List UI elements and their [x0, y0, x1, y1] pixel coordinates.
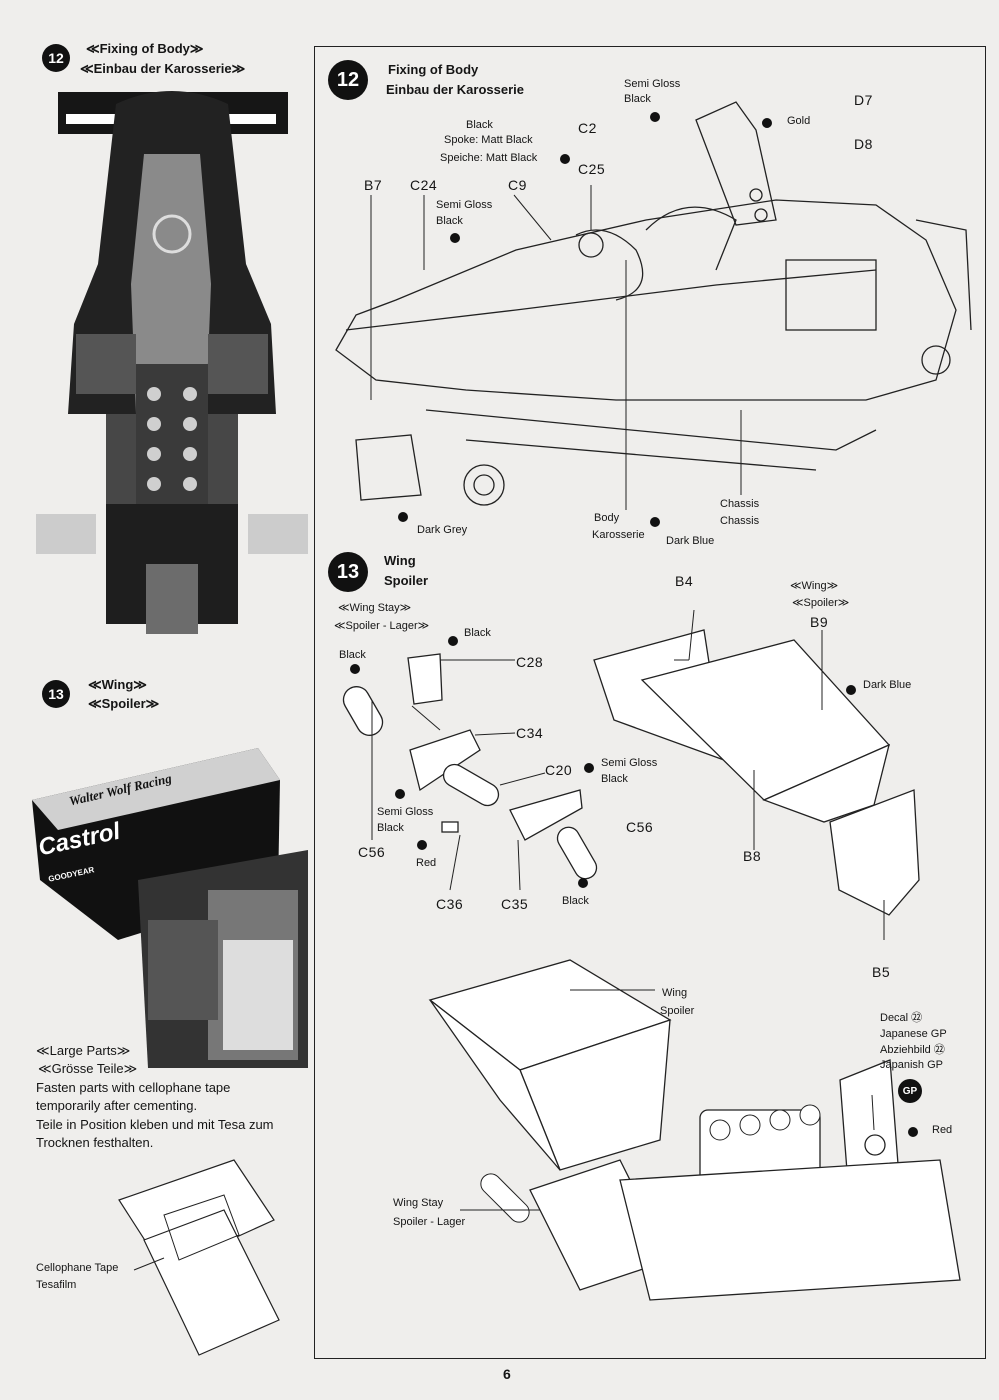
color-black-c28: Black	[464, 627, 491, 639]
paint-dot-icon	[448, 636, 458, 646]
color-black-left: Black	[339, 649, 366, 661]
tape-illustration	[118, 1159, 280, 1356]
part-c2: C2	[578, 120, 597, 136]
color-semi-gloss-left-b: Black	[377, 822, 404, 834]
part-c28: C28	[516, 654, 544, 670]
decal-label-en: Decal ㉒	[880, 1012, 923, 1024]
color-red-decal: Red	[932, 1124, 953, 1136]
step-13-badge-left: 13	[42, 680, 70, 708]
color-semi-gloss-2a: Semi Gloss	[436, 199, 493, 211]
large-parts-text-de: Teile in Position kleben und mit Tesa zu…	[36, 1117, 274, 1150]
color-semi-gloss-c20a: Semi Gloss	[601, 757, 658, 769]
page-number: 6	[503, 1366, 511, 1382]
color-spoke-en: Spoke: Matt Black	[444, 134, 533, 146]
step-13-title-de-left: ≪Spoiler≫	[88, 696, 160, 711]
decal-gp-en: Japanese GP	[880, 1028, 947, 1040]
part-b4: B4	[675, 573, 694, 589]
color-semi-gloss-1a: Semi Gloss	[624, 78, 681, 90]
paint-dot-icon	[584, 763, 594, 773]
body-assembly-drawing	[335, 101, 972, 510]
large-parts-title-en: ≪Large Parts≫	[36, 1043, 131, 1058]
color-dark-grey: Dark Grey	[417, 524, 468, 536]
assembled-wing-en: Wing	[662, 987, 688, 999]
decal-label-de: Abziehbild ㉒	[880, 1044, 945, 1056]
large-parts-text-en: Fasten parts with cellophane tape tempor…	[36, 1080, 231, 1113]
tape-label-de: Tesafilm	[36, 1279, 77, 1291]
part-b7: B7	[364, 177, 383, 193]
color-gold: Gold	[787, 115, 811, 127]
paint-dot-icon	[398, 512, 408, 522]
tape-label-en: Cellophane Tape	[36, 1262, 119, 1274]
part-c56-left: C56	[358, 844, 386, 860]
paint-dot-icon	[846, 685, 856, 695]
wing-stay-title-en: ≪Wing Stay≫	[338, 602, 412, 614]
step-12-right-title-en: Fixing of Body	[388, 62, 479, 77]
assembled-wing-drawing	[428, 959, 961, 1301]
car-top-photo	[36, 84, 308, 640]
wing-parts-drawing	[593, 609, 920, 940]
label-chassis-en: Chassis	[720, 498, 760, 510]
color-semi-gloss-left-a: Semi Gloss	[377, 806, 434, 818]
step-12-right-title-de: Einbau der Karosserie	[386, 82, 524, 97]
paint-dot-icon	[450, 233, 460, 243]
wing-photo: Walter Wolf Racing Castrol GOODYEAR	[28, 740, 308, 1068]
part-b5: B5	[872, 964, 891, 980]
paint-dot-icon	[417, 840, 427, 850]
part-c24: C24	[410, 177, 438, 193]
label-chassis-de: Chassis	[720, 515, 760, 527]
color-semi-gloss-c20b: Black	[601, 773, 628, 785]
step-13-title-en-left: ≪Wing≫	[88, 677, 147, 692]
color-dark-blue: Dark Blue	[666, 535, 715, 547]
assembled-wing-stay-de: Spoiler - Lager	[393, 1216, 466, 1228]
paint-dot-icon	[650, 112, 660, 122]
part-d7: D7	[854, 92, 873, 108]
car-top-photo-art	[36, 91, 308, 634]
paint-dot-icon	[560, 154, 570, 164]
paint-dot-icon	[395, 789, 405, 799]
color-black-c56: Black	[562, 895, 589, 907]
step-12-badge: 12	[42, 44, 70, 72]
step-13-badge-right: 13	[328, 552, 368, 592]
paint-dot-icon	[350, 664, 360, 674]
paint-dot-icon	[650, 517, 660, 527]
part-c35: C35	[501, 896, 529, 912]
label-body-en: Body	[594, 512, 620, 524]
wing-title-de: ≪Spoiler≫	[792, 597, 850, 609]
wing-photo-art	[32, 748, 308, 1068]
color-semi-gloss-2b: Black	[436, 215, 463, 227]
part-b8: B8	[743, 848, 762, 864]
wing-title-en: ≪Wing≫	[790, 580, 839, 592]
part-b9: B9	[810, 614, 829, 630]
part-c56-right: C56	[626, 819, 654, 835]
part-c20: C20	[545, 762, 573, 778]
paint-dot-icon	[762, 118, 772, 128]
step-13-right-title-en: Wing	[384, 553, 416, 568]
color-red-c36: Red	[416, 857, 437, 869]
color-dark-blue-b9: Dark Blue	[863, 679, 912, 691]
large-parts-title-de: ≪Grösse Teile≫	[38, 1061, 138, 1076]
step-12-title-en: ≪Fixing of Body≫	[86, 41, 204, 56]
decal-gp-de: Japanish GP	[880, 1059, 943, 1071]
part-d8: D8	[854, 136, 873, 152]
assembled-wing-stay-en: Wing Stay	[393, 1197, 444, 1209]
part-c9: C9	[508, 177, 527, 193]
wing-stay-parts-drawing	[342, 653, 598, 891]
color-spoke-black: Black	[466, 119, 493, 131]
part-c25: C25	[578, 161, 606, 177]
step-12-badge-right: 12	[328, 60, 368, 100]
color-semi-gloss-1b: Black	[624, 93, 651, 105]
part-c36: C36	[436, 896, 464, 912]
assembled-wing-de: Spoiler	[660, 1005, 695, 1017]
instruction-frame	[314, 46, 986, 1359]
step-12-title-de: ≪Einbau der Karosserie≫	[80, 61, 246, 76]
paint-dot-icon	[578, 878, 588, 888]
decal-gp-badge: GP	[898, 1079, 922, 1103]
paint-dot-icon	[908, 1127, 918, 1137]
step-13-right-title-de: Spoiler	[384, 573, 429, 588]
wing-stay-title-de: ≪Spoiler - Lager≫	[334, 620, 430, 632]
label-body-de: Karosserie	[592, 529, 645, 541]
part-c34: C34	[516, 725, 544, 741]
color-spoke-de: Speiche: Matt Black	[440, 152, 538, 164]
